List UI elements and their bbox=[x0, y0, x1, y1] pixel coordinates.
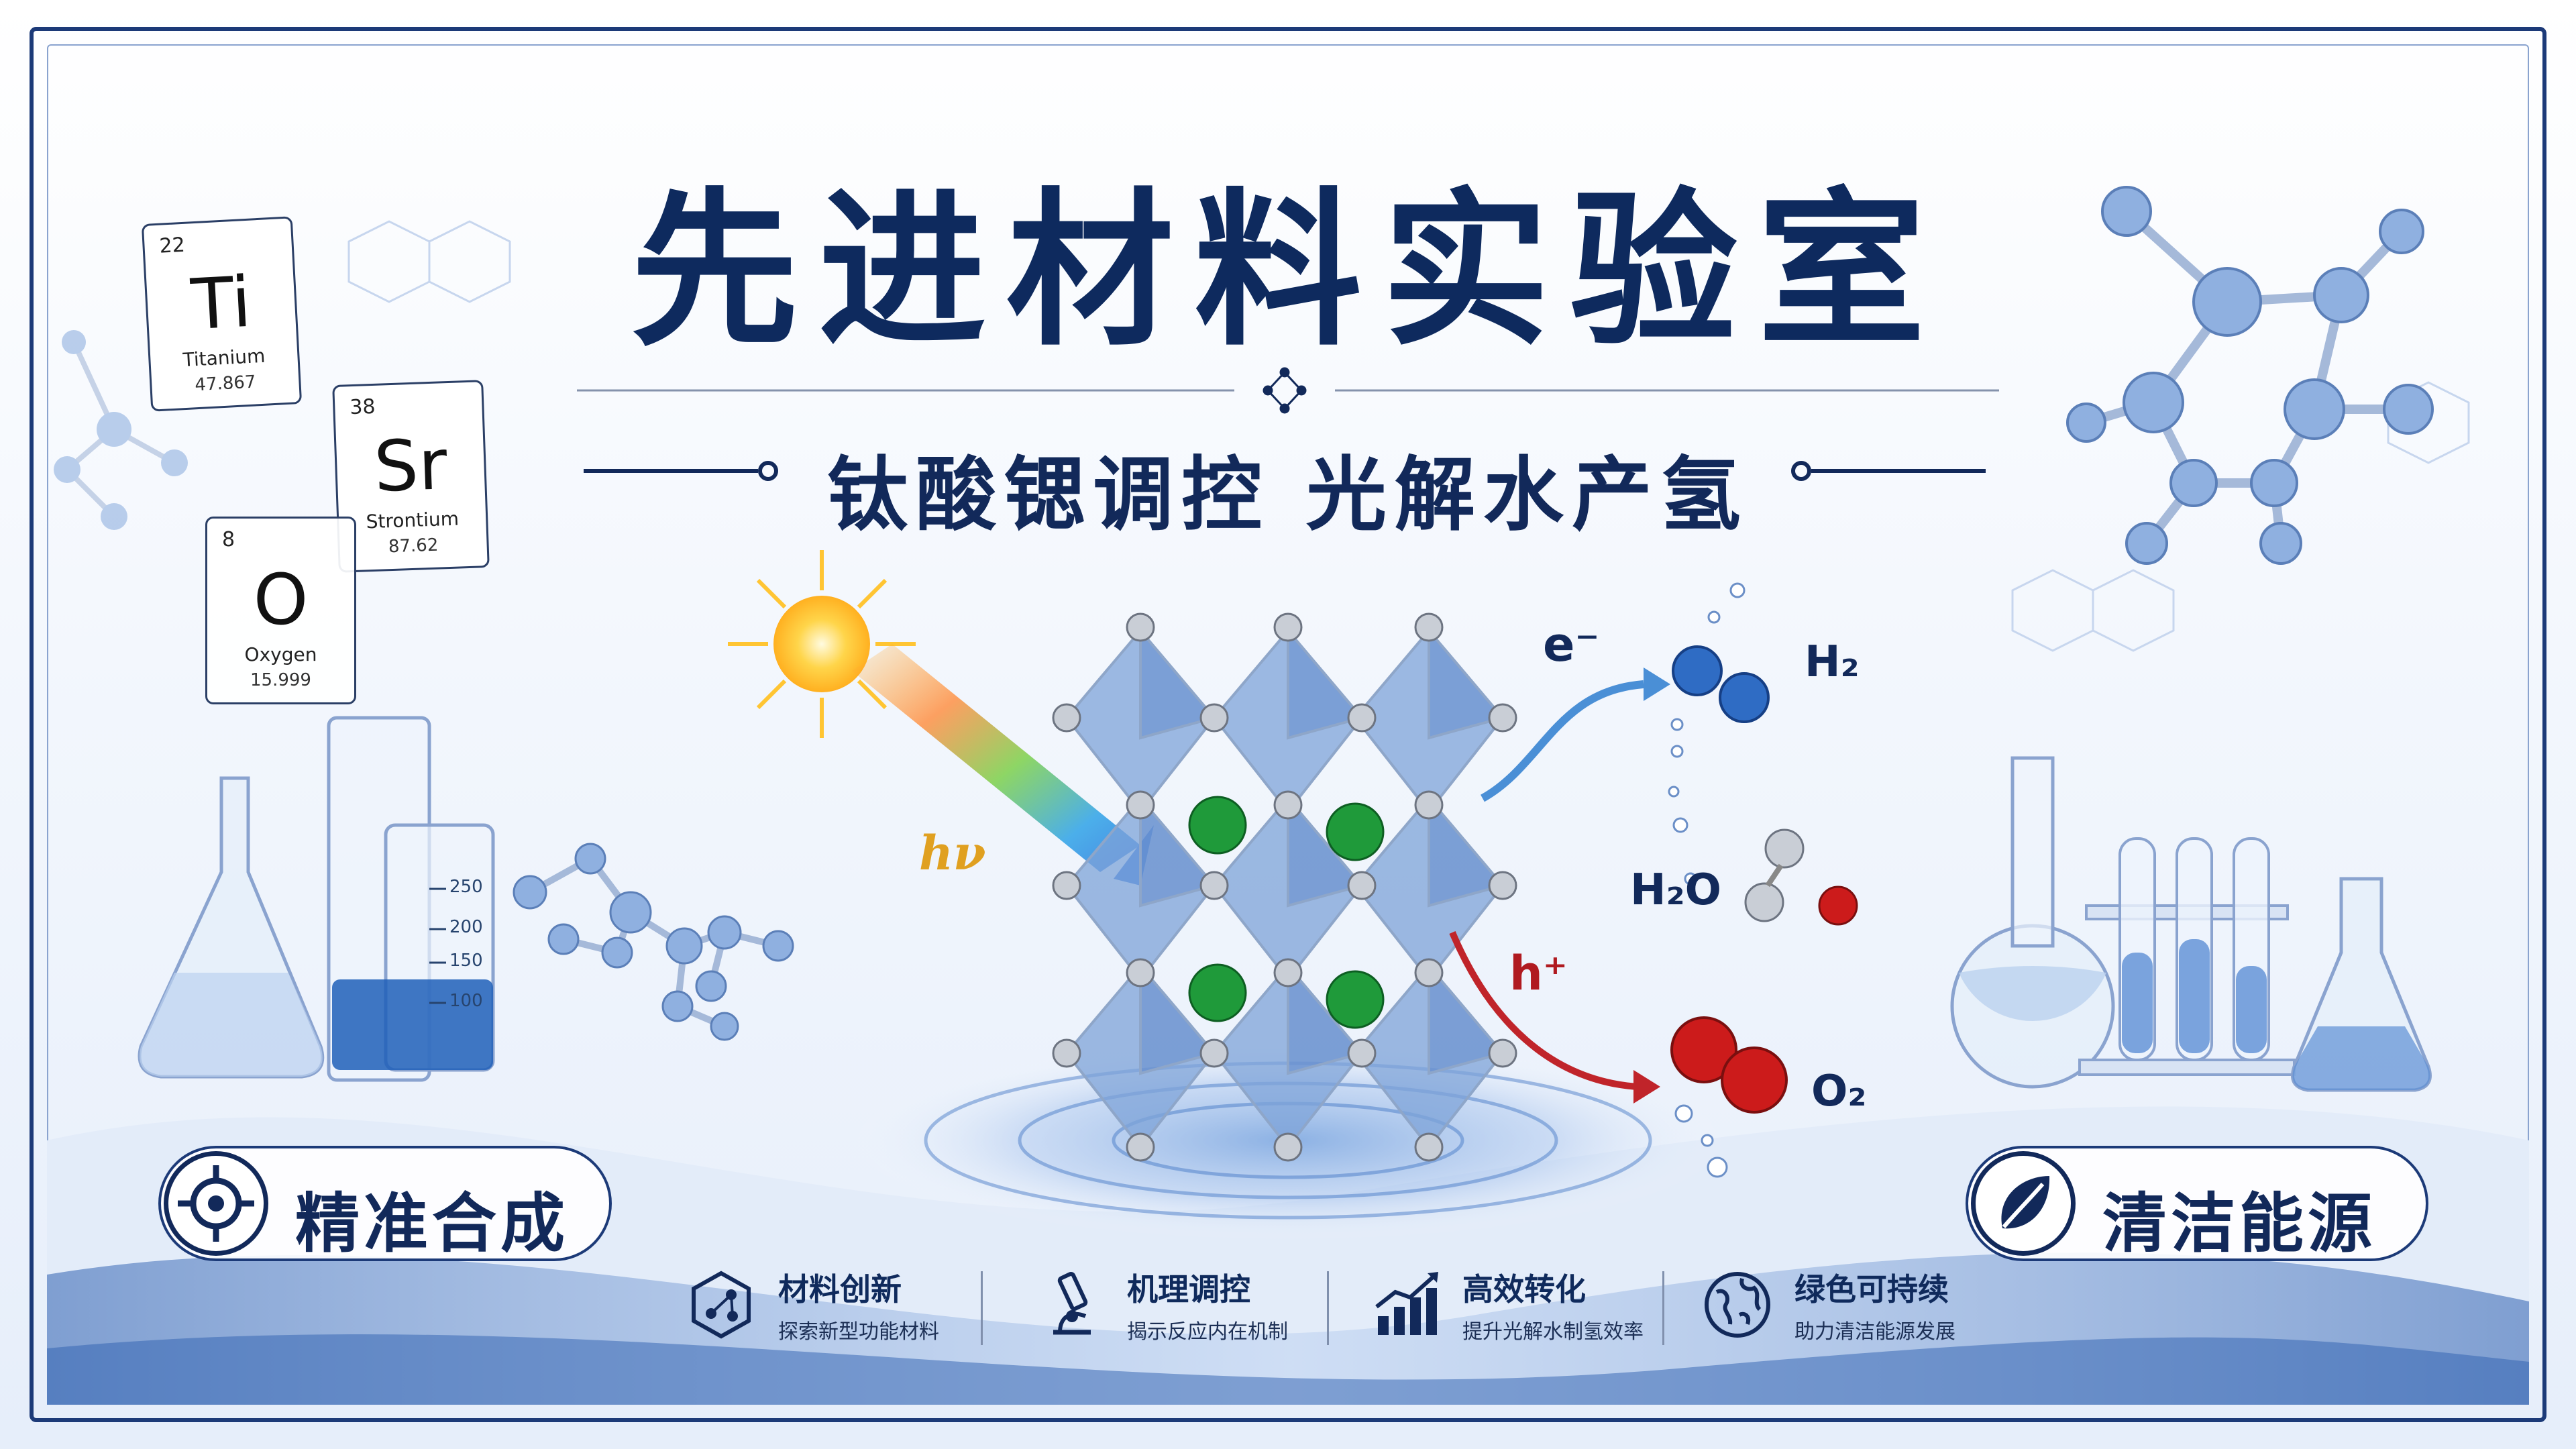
molecule-hexagon-icon bbox=[684, 1268, 758, 1342]
atomic-mass: 87.62 bbox=[388, 535, 439, 557]
feature-title: 高效转化 bbox=[1462, 1271, 1586, 1307]
left-small-molecule bbox=[54, 330, 188, 530]
element-name: Oxygen bbox=[244, 643, 317, 665]
feature-title: 绿色可持续 bbox=[1794, 1271, 1949, 1307]
photon-label: hν bbox=[919, 825, 986, 881]
electron-label: e⁻ bbox=[1543, 617, 1600, 672]
target-icon bbox=[164, 1151, 268, 1256]
page-subtitle: 钛酸锶调控 光解水产氢 bbox=[827, 449, 1749, 542]
element-symbol: Sr bbox=[372, 423, 449, 508]
oxygen-label: O₂ bbox=[1811, 1067, 1867, 1116]
left-glassware bbox=[138, 716, 495, 1082]
electron-arrow bbox=[1481, 680, 1644, 802]
element-card-oxygen: 8 O Oxygen 15.999 bbox=[205, 517, 356, 704]
crystal-atoms bbox=[1052, 612, 1517, 1162]
oxygen-molecule bbox=[1670, 1016, 1788, 1114]
atomic-mass: 47.867 bbox=[194, 372, 257, 396]
feature-desc: 探索新型功能材料 bbox=[778, 1320, 939, 1344]
microscope-icon bbox=[1033, 1268, 1107, 1342]
hole-arrow bbox=[1449, 931, 1638, 1090]
hydrogen-molecule bbox=[1672, 645, 1770, 723]
badge-clean-energy: 清洁能源 bbox=[1966, 1146, 2428, 1261]
element-symbol: O bbox=[253, 559, 309, 641]
element-symbol: Ti bbox=[189, 260, 254, 346]
badge-label: 清洁能源 bbox=[2102, 1186, 2376, 1261]
badge-precise-synthesis: 精准合成 bbox=[158, 1146, 612, 1261]
beaker-mark-100: 100 bbox=[449, 991, 483, 1011]
perovskite-crystal bbox=[1065, 627, 1505, 1150]
atomic-number: 8 bbox=[222, 528, 235, 551]
beaker-mark-150: 150 bbox=[449, 951, 483, 971]
leaf-icon bbox=[1971, 1151, 2076, 1256]
feature-divider bbox=[1662, 1271, 1664, 1345]
water-label: H₂O bbox=[1630, 865, 1721, 915]
beaker-mark-250: 250 bbox=[449, 877, 483, 897]
feature-desc: 揭示反应内在机制 bbox=[1127, 1320, 1288, 1344]
element-card-titanium: 22 Ti Titanium 47.867 bbox=[141, 216, 303, 412]
atomic-number: 22 bbox=[158, 233, 186, 258]
badge-label: 精准合成 bbox=[295, 1186, 569, 1261]
water-molecule bbox=[1744, 828, 1858, 926]
outer-frame bbox=[30, 27, 2546, 1422]
left-molecule-chain bbox=[513, 843, 794, 1041]
page-title: 先进材料实验室 bbox=[631, 173, 1945, 368]
right-molecule-structure bbox=[2066, 186, 2434, 565]
atomic-number: 38 bbox=[349, 394, 376, 420]
globe-icon bbox=[1701, 1268, 1774, 1342]
element-name: Strontium bbox=[366, 507, 460, 533]
beaker-mark-200: 200 bbox=[449, 917, 483, 937]
feature-title: 机理调控 bbox=[1127, 1271, 1250, 1307]
right-glassware bbox=[1950, 756, 2432, 1092]
hydrogen-label: H₂ bbox=[1805, 637, 1860, 687]
bar-chart-growth-icon bbox=[1368, 1268, 1442, 1342]
hole-label: h⁺ bbox=[1509, 946, 1568, 1001]
feature-divider bbox=[981, 1271, 983, 1345]
atomic-mass: 15.999 bbox=[250, 670, 311, 690]
subtitle-rule bbox=[584, 461, 1986, 481]
feature-desc: 提升光解水制氢效率 bbox=[1462, 1320, 1644, 1344]
feature-title: 材料创新 bbox=[778, 1271, 902, 1307]
element-name: Titanium bbox=[182, 344, 266, 372]
title-rule bbox=[577, 367, 1999, 414]
feature-desc: 助力清洁能源发展 bbox=[1794, 1320, 1955, 1344]
sun-icon bbox=[728, 550, 916, 738]
feature-divider bbox=[1327, 1271, 1329, 1345]
